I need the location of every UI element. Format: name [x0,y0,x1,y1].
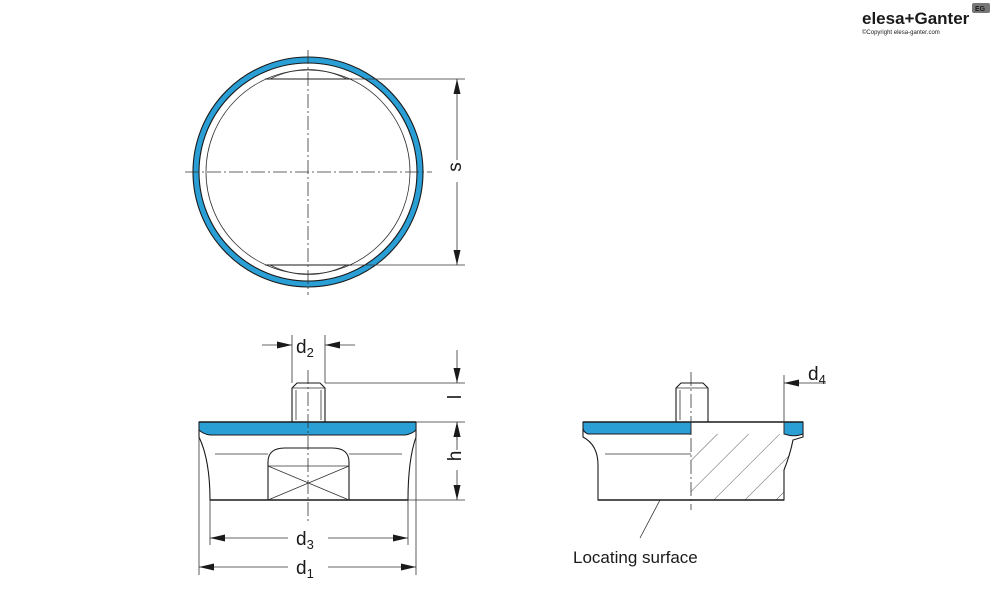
d2-arrow-left [277,341,292,349]
l-arrow-top [453,368,461,383]
d1-arrow-left [199,563,214,571]
bottom-flat-arc [269,264,348,275]
d1-label: d1 [296,558,314,581]
h-arrow-top [453,422,461,437]
brand-logo: elesa+Ganter [862,9,970,28]
d3-label: d3 [296,529,314,552]
front-view: d2 l h d3 d1 [198,335,466,581]
front-recess-cross-b [267,465,350,501]
section-blue-edge [783,421,804,437]
l-label: l [445,395,466,399]
front-stud [291,382,326,422]
brand-badge: EG [975,6,986,13]
top-view: s [185,50,466,295]
brand-copyright: ©Copyright elesa-ganter.com [862,29,940,36]
s-arrow-bottom [453,250,461,265]
section-blue-layer [582,421,692,435]
locating-surface-label: Locating surface [573,548,698,567]
locating-surface-leader [639,499,661,539]
s-label: s [445,162,466,172]
section-view: d4 Locating surface [573,364,826,567]
top-flat-arc [269,69,348,80]
d4-label: d4 [808,364,826,387]
d4-arrow [784,379,799,387]
d1-arrow-right [401,563,416,571]
d3-arrow-left [210,534,225,542]
h-label: h [445,451,466,462]
h-label-bg [448,450,466,470]
section-hatch-area [691,434,790,500]
front-recess [267,447,350,500]
d2-arrow-right [325,341,340,349]
s-arrow-top [453,79,461,94]
d3-arrow-right [393,534,408,542]
d2-label: d2 [296,337,314,360]
front-blue-layer [198,421,417,436]
s-label-bg [448,160,466,182]
brand-block: elesa+Ganter ©Copyright elesa-ganter.com… [862,3,990,36]
brand-badge-icon [972,3,990,13]
h-arrow-bottom [453,485,461,500]
section-stud [675,382,709,422]
